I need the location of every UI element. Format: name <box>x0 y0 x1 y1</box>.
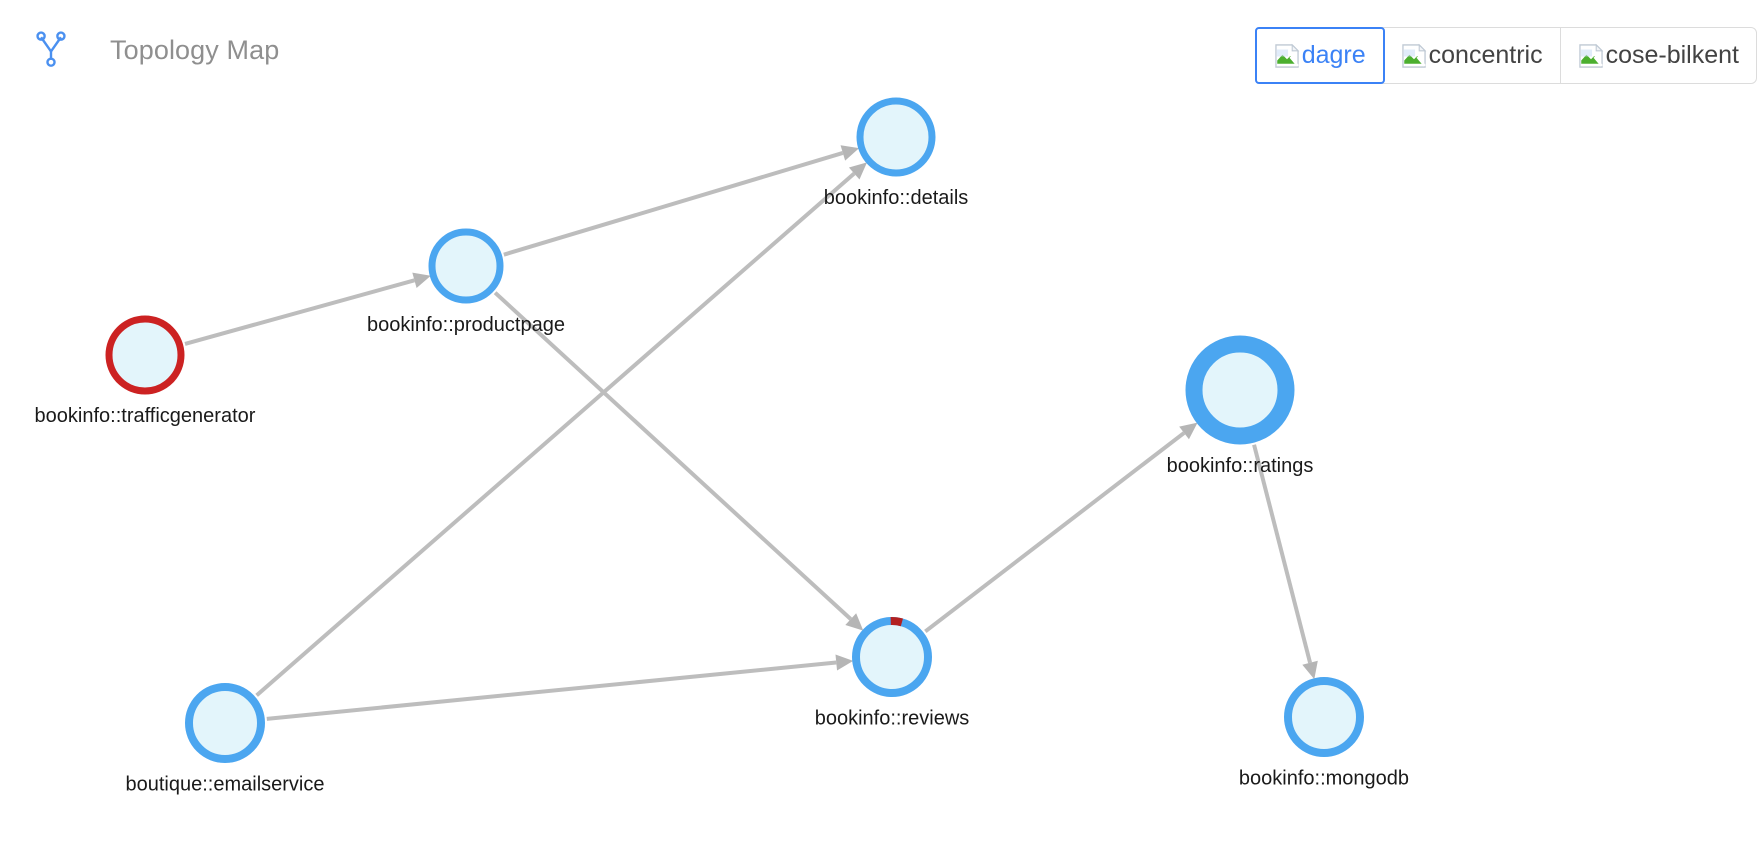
page-header: Topology Map dagre <box>0 0 1762 100</box>
node-health-ring <box>105 315 185 395</box>
node-error-arc <box>852 616 932 697</box>
topology-edge[interactable] <box>266 660 837 721</box>
edge-arrowhead <box>412 272 431 289</box>
nodes-layer: bookinfo::trafficgenerator bookinfo::prod… <box>35 97 1409 795</box>
node-label: bookinfo::trafficgenerator <box>35 405 256 427</box>
topology-node-trafficgenerator[interactable]: bookinfo::trafficgenerator <box>35 315 256 427</box>
broken-image-icon <box>1274 43 1302 69</box>
node-label: bookinfo::reviews <box>815 707 970 729</box>
topology-node-productpage[interactable]: bookinfo::productpage <box>367 228 565 336</box>
node-health-ring <box>428 228 504 304</box>
edge-arrowhead <box>1302 660 1318 680</box>
tab-concentric[interactable]: concentric <box>1383 28 1561 83</box>
tab-label-concentric: concentric <box>1428 41 1543 69</box>
edges-layer <box>184 145 1318 721</box>
node-fill <box>189 687 261 759</box>
node-health-ring <box>185 683 265 763</box>
node-fill <box>856 621 928 693</box>
topology-branch-icon <box>34 30 68 70</box>
node-label: bookinfo::productpage <box>367 314 565 336</box>
topology-edge[interactable] <box>924 431 1186 634</box>
topology-edge[interactable] <box>503 151 844 257</box>
tab-cose-bilkent[interactable]: cose-bilkent <box>1560 28 1756 83</box>
topology-edge[interactable] <box>493 291 853 621</box>
node-label: bookinfo::mongodb <box>1239 767 1409 789</box>
topology-edge[interactable] <box>184 278 415 346</box>
node-health-ring <box>1284 677 1364 757</box>
broken-image-icon <box>1401 43 1429 69</box>
node-label: boutique::emailservice <box>126 773 325 795</box>
node-health-ring <box>856 97 936 177</box>
tab-label-cose-bilkent: cose-bilkent <box>1605 41 1739 69</box>
node-fill <box>109 319 181 391</box>
edge-arrowhead <box>1179 422 1198 440</box>
edge-arrowhead <box>840 145 860 161</box>
topology-node-mongodb[interactable]: bookinfo::mongodb <box>1239 677 1409 789</box>
topology-edge[interactable] <box>255 172 856 697</box>
topology-node-emailservice[interactable]: boutique::emailservice <box>126 683 325 795</box>
tab-dagre[interactable]: dagre <box>1254 27 1385 84</box>
node-label: bookinfo::ratings <box>1167 455 1314 477</box>
page-title: Topology Map <box>110 34 280 65</box>
broken-image-icon <box>1578 43 1606 69</box>
edge-arrowhead <box>835 654 854 671</box>
topology-node-details[interactable]: bookinfo::details <box>824 97 969 209</box>
node-fill <box>1288 681 1360 753</box>
title-group: Topology Map <box>34 30 279 70</box>
node-fill <box>1194 344 1286 436</box>
tab-label-dagre: dagre <box>1301 41 1366 69</box>
topology-node-reviews[interactable]: bookinfo::reviews <box>815 616 970 730</box>
layout-tab-group: dagre concentric <box>1254 27 1757 84</box>
edge-arrowhead <box>848 162 868 180</box>
node-label: bookinfo::details <box>824 187 969 209</box>
edge-arrowhead <box>845 613 864 631</box>
node-fill <box>432 232 500 300</box>
topology-node-ratings[interactable]: bookinfo::ratings <box>1167 335 1314 477</box>
topology-edge[interactable] <box>1252 444 1313 664</box>
node-fill <box>860 101 932 173</box>
node-health-ring <box>1185 335 1295 445</box>
